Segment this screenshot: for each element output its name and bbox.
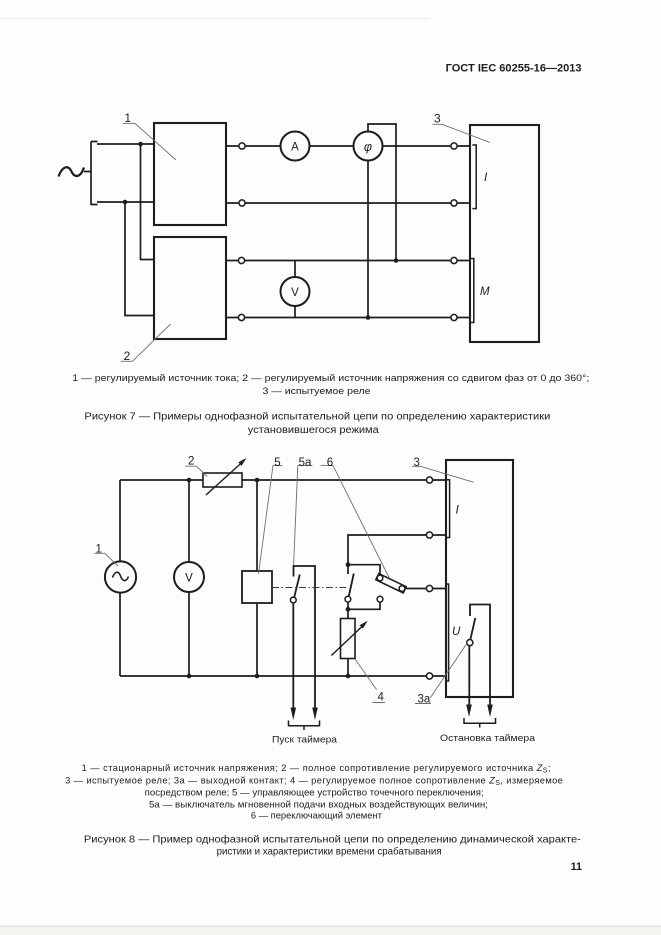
svg-text:A: A <box>291 141 299 153</box>
svg-text:11: 11 <box>571 861 582 873</box>
svg-text:V: V <box>291 287 299 299</box>
svg-text:1: 1 <box>124 111 131 125</box>
svg-text:посредством реле; 5 — управляю: посредством реле; 5 — управляющее устрой… <box>145 787 484 797</box>
svg-text:установившегося режима: установившегося режима <box>248 425 380 436</box>
svg-text:2: 2 <box>124 349 131 363</box>
svg-text:ГОСТ IEC 60255-16—2013: ГОСТ IEC 60255-16—2013 <box>446 63 582 75</box>
svg-text:1 — регулируемый источник тока: 1 — регулируемый источник тока; 2 — регу… <box>72 373 589 383</box>
svg-text:5а: 5а <box>299 457 312 469</box>
svg-text:V: V <box>185 572 193 584</box>
svg-text:5а — выключатель мгновенной по: 5а — выключатель мгновенной подачи входн… <box>149 799 488 809</box>
svg-text:1 — стационарный источник напр: 1 — стационарный источник напряжения; 2 … <box>82 763 551 775</box>
svg-text:Рисунок 7 — Примеры однофазной: Рисунок 7 — Примеры однофазной испытател… <box>84 412 550 423</box>
svg-text:Остановка таймера: Остановка таймера <box>440 732 536 743</box>
svg-text:1: 1 <box>95 544 101 556</box>
svg-text:6 — переключающий элемент: 6 — переключающий элемент <box>251 811 383 821</box>
svg-text:4: 4 <box>377 692 384 704</box>
svg-text:3: 3 <box>413 457 419 469</box>
svg-text:ристики и характеристики време: ристики и характеристики времени срабаты… <box>217 846 442 857</box>
svg-text:3а: 3а <box>418 693 431 705</box>
svg-text:3 — испытуемое реле; 3а — выхо: 3 — испытуемое реле; 3а — выходной конта… <box>65 776 563 788</box>
svg-text:2: 2 <box>188 456 194 468</box>
svg-text:I: I <box>484 170 488 184</box>
svg-text:φ: φ <box>364 140 372 154</box>
svg-text:3: 3 <box>434 111 441 125</box>
svg-text:I: I <box>456 503 460 517</box>
svg-text:Рисунок 8 — Пример однофазной: Рисунок 8 — Пример однофазной испытатель… <box>84 834 581 845</box>
svg-text:3 — испытуемое реле: 3 — испытуемое реле <box>263 386 371 396</box>
svg-text:U: U <box>452 626 461 638</box>
svg-text:Пуск таймера: Пуск таймера <box>272 734 338 745</box>
svg-text:M: M <box>480 286 490 298</box>
svg-text:6: 6 <box>327 457 333 469</box>
svg-text:5: 5 <box>274 457 280 469</box>
